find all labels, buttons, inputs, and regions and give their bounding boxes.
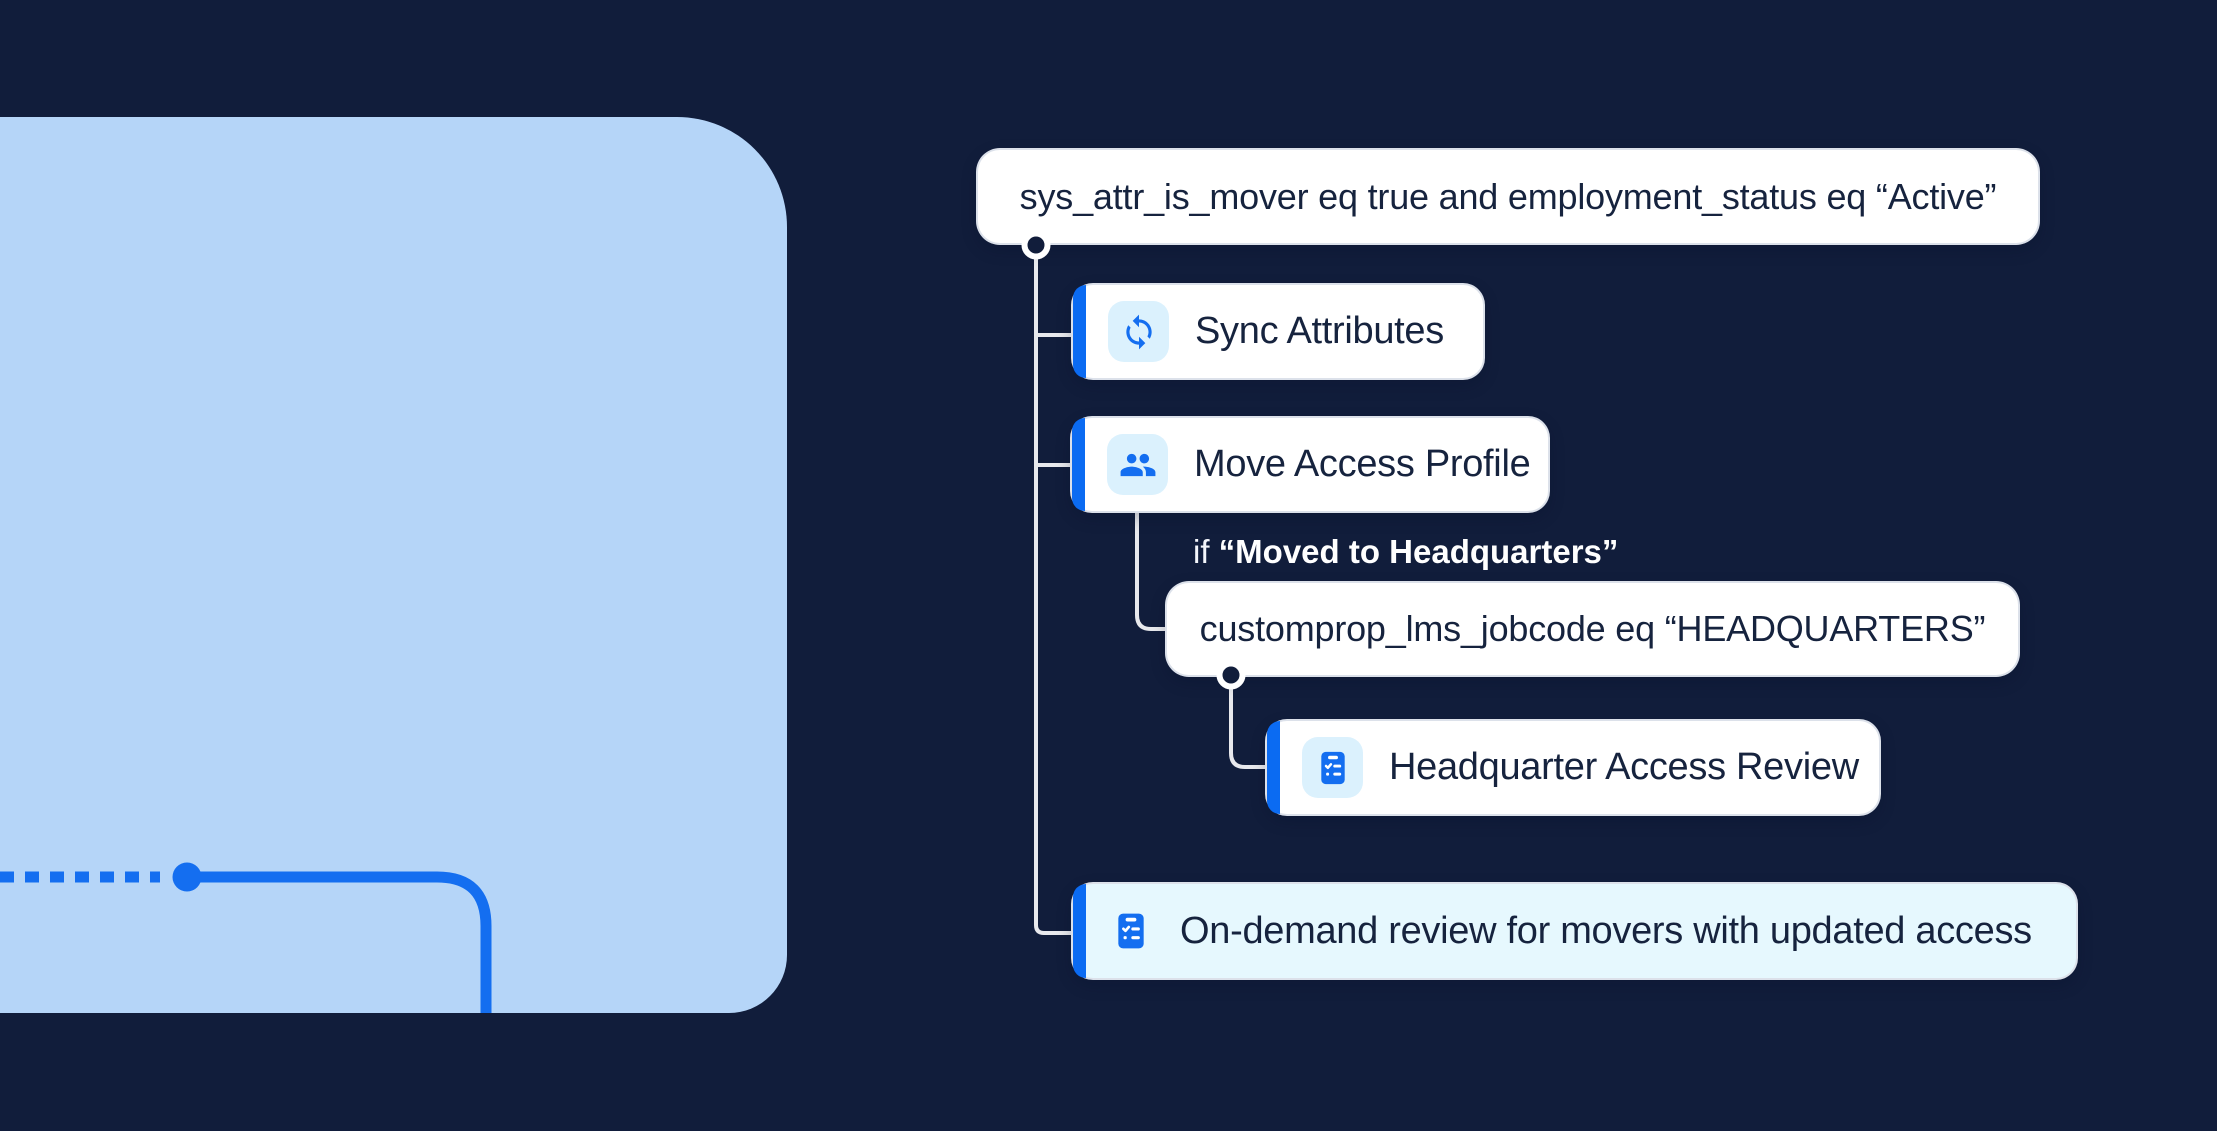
clipboard-checklist-icon [1118,913,1144,949]
icon-tile [1302,737,1363,798]
if-condition-value: “Moved to Headquarters” [1218,533,1619,570]
accent-bar [1072,418,1085,511]
clipboard-checklist-icon [1320,751,1345,784]
icon-tile [1108,301,1169,362]
node-card-headquarter-review: Headquarter Access Review [1267,721,1879,814]
node-card-sync-attributes: Sync Attributes [1073,285,1483,378]
icon-tile [1107,434,1168,495]
accent-bar [1073,884,1086,978]
accent-bar [1267,721,1280,814]
condition-card-root: sys_attr_is_mover eq true and employment… [978,150,2038,243]
if-branch-label: if “Moved to Headquarters” [1193,533,1618,571]
brand-panel [0,117,787,1013]
node-card-final-review: On-demand review for movers with updated… [1073,884,2076,978]
if-prefix: if [1193,533,1219,570]
node-label-move: Move Access Profile [1194,443,1531,485]
node-label-sync: Sync Attributes [1195,310,1444,352]
node-label-final: On-demand review for movers with updated… [1180,909,2032,952]
node-label-hq-review: Headquarter Access Review [1389,746,1859,788]
node-card-move-access-profile: Move Access Profile [1072,418,1548,511]
root-condition-text: sys_attr_is_mover eq true and employment… [1019,175,1997,217]
condition-card-jobcode: customprop_lms_jobcode eq “HEADQUARTERS” [1167,583,2018,675]
jobcode-condition-text: customprop_lms_jobcode eq “HEADQUARTERS” [1199,608,1986,649]
people-icon [1120,453,1155,476]
sync-icon [1125,314,1152,349]
accent-bar [1073,285,1086,378]
